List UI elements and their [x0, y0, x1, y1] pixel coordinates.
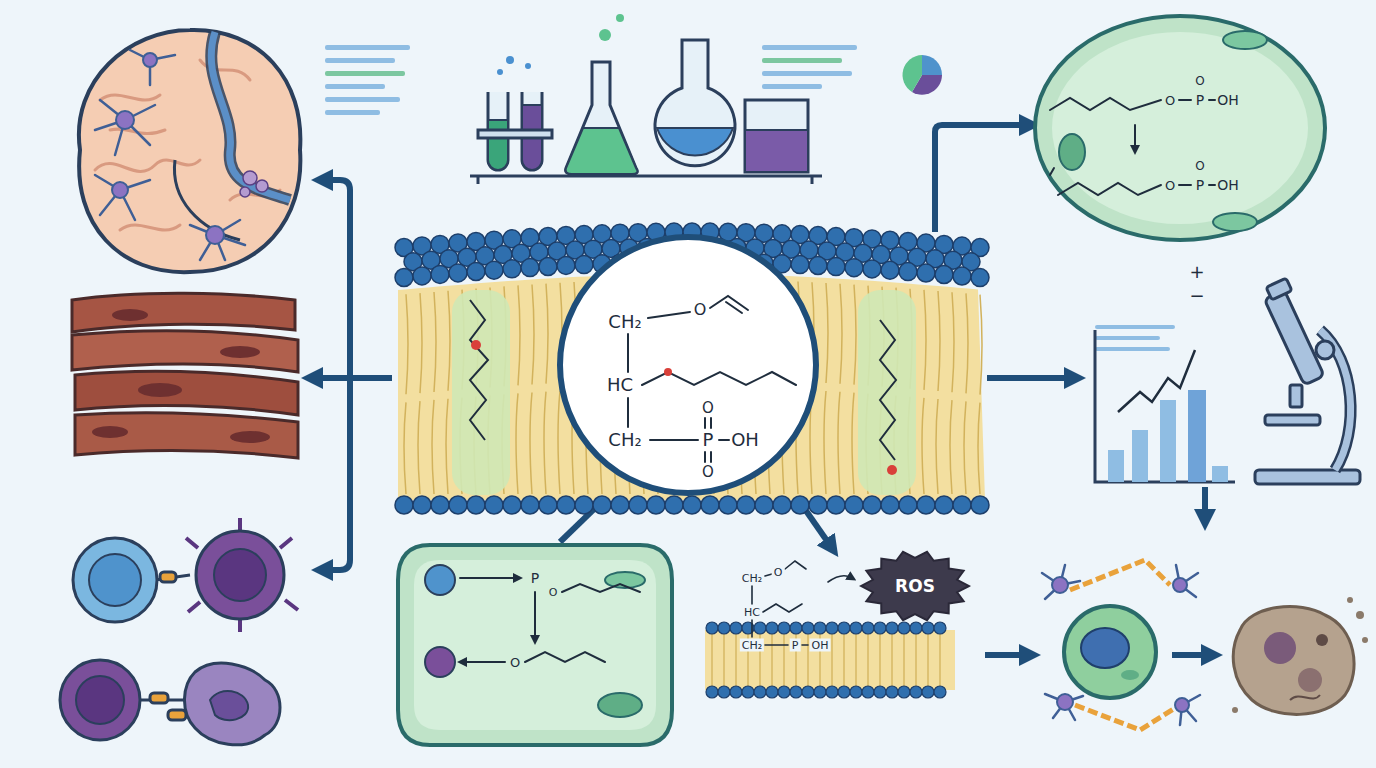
chem-label: P: [531, 571, 539, 585]
chem-label: OH: [810, 639, 831, 652]
chem-label: CH₂: [740, 572, 764, 585]
chem-label: HC: [607, 376, 633, 394]
cell-illustration: [398, 545, 672, 745]
chem-label: HC: [742, 606, 762, 619]
chem-label: O: [694, 302, 707, 318]
chem-label: P: [1196, 93, 1204, 107]
burst-node: ROS: [859, 549, 971, 623]
chemical-bonds: [752, 561, 852, 645]
text-bars: [762, 45, 857, 89]
immune-cells: [60, 518, 298, 745]
chem-label: O: [1195, 160, 1204, 172]
chem-label: O: [772, 566, 785, 579]
chem-label: OH: [1217, 178, 1239, 192]
chem-label: O: [1195, 75, 1204, 87]
chemical-bonds: [628, 296, 796, 462]
chem-label: CH₂: [608, 313, 641, 331]
chem-label: OH: [1217, 93, 1239, 107]
chem-label: CH₂: [740, 639, 764, 652]
text-bars: [325, 45, 410, 115]
chem-label: O: [549, 587, 558, 598]
bar-chart: [1095, 325, 1235, 482]
node-text: ROS: [895, 576, 935, 596]
pie-chart: [903, 55, 942, 95]
lipid-bilayer: [395, 223, 989, 514]
neuron-cell: [1042, 560, 1200, 730]
microscope: [1255, 278, 1360, 484]
chem-label: P: [703, 431, 714, 449]
muscle-illustration: [72, 293, 298, 458]
lab-glassware: [470, 14, 822, 184]
zoom-circle: [560, 237, 816, 493]
lipid-bilayer: [705, 622, 955, 698]
chem-label: O: [702, 401, 714, 416]
chem-label: CH₂: [608, 431, 641, 449]
chem-label: O: [702, 465, 714, 480]
chem-label: O: [1165, 179, 1175, 192]
chem-label: O: [1165, 94, 1175, 107]
chem-label: P: [1196, 178, 1204, 192]
damaged-cell: [1232, 597, 1368, 714]
cell-illustration: [1035, 16, 1325, 240]
chem-label: +: [1189, 263, 1204, 281]
brain-illustration: [79, 30, 300, 272]
chem-label: −: [1189, 287, 1204, 305]
bond-marker: [664, 368, 672, 376]
chem-label: OH: [731, 431, 759, 449]
chem-label: O: [510, 656, 520, 669]
chem-label: P: [790, 639, 801, 652]
